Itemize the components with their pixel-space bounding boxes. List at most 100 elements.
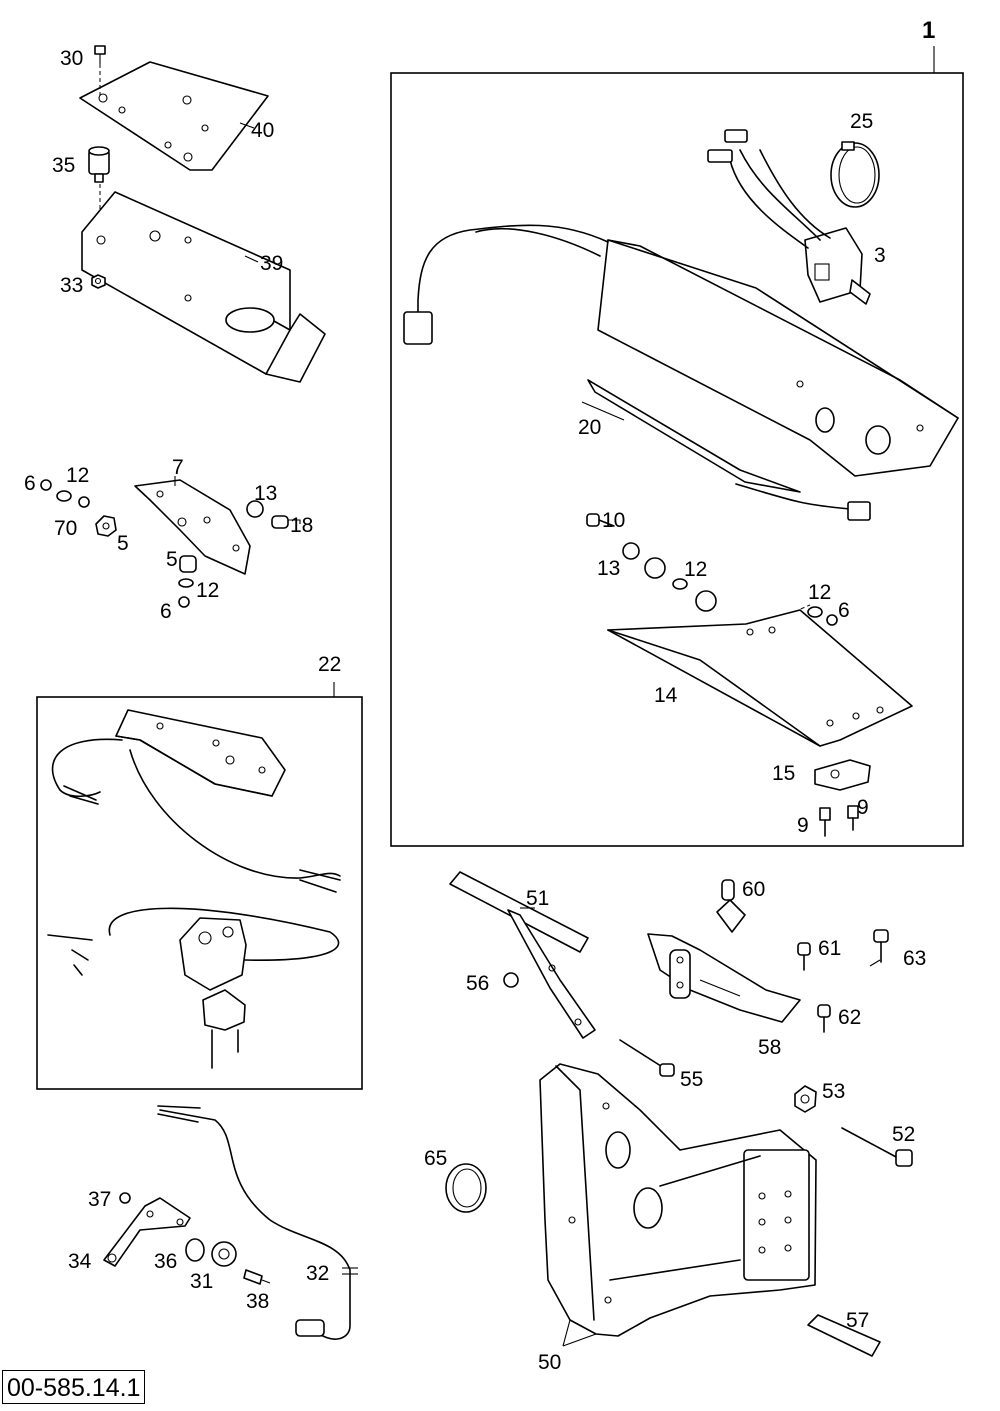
spacer-12c-b: [695, 590, 717, 612]
label-51: 51: [526, 887, 549, 910]
nut-56: [503, 972, 519, 988]
washer-12d: [807, 606, 823, 618]
label-22: 22: [318, 653, 341, 676]
label-5a: 5: [117, 532, 129, 555]
mounting-bracket-58: [647, 933, 801, 1023]
hose-clamp-25: [830, 141, 880, 208]
sensor-cable-22: [51, 738, 123, 798]
sensor-bracket-34: [103, 1197, 191, 1267]
label-70: 70: [54, 517, 77, 540]
label-1: 1: [922, 17, 935, 44]
nut-6c: [826, 614, 838, 626]
nut-37: [119, 1192, 131, 1204]
washer-12b: [178, 578, 194, 588]
assembly-22-frame: [36, 696, 363, 1090]
label-61: 61: [818, 937, 841, 960]
instrument-plug: [403, 311, 433, 345]
label-53: 53: [822, 1080, 845, 1103]
spacer-35: [88, 146, 110, 183]
cable-sensor-32: [159, 1109, 351, 1340]
mounting-plate-40: [79, 61, 269, 171]
label-6c: 6: [838, 599, 850, 622]
spacer-5a: [95, 515, 117, 537]
mounting-plate-14: [607, 609, 913, 747]
label-5b: 5: [166, 548, 178, 571]
label-9b: 9: [857, 796, 869, 819]
label-20: 20: [578, 416, 601, 439]
bolt-61: [797, 942, 811, 971]
label-34: 34: [68, 1250, 92, 1273]
label-12d: 12: [808, 581, 831, 604]
label-6b: 6: [160, 600, 172, 623]
bolt-18: [271, 515, 301, 529]
hose-57: [807, 1314, 881, 1357]
label-65: 65: [424, 1147, 447, 1170]
label-10: 10: [602, 509, 625, 532]
sensor-connector-32: [295, 1267, 358, 1337]
label-13a: 13: [254, 482, 277, 505]
nut-33: [91, 274, 106, 289]
label-15: 15: [772, 762, 795, 785]
label-12b: 12: [196, 579, 219, 602]
switch-3: [804, 227, 871, 305]
screw-38: [243, 1269, 271, 1285]
label-6a: 6: [24, 472, 36, 495]
screw-30: [94, 45, 106, 64]
label-25: 25: [850, 110, 873, 133]
bolt-52: [841, 1127, 913, 1167]
bolt-63: [873, 929, 889, 963]
label-33: 33: [60, 274, 83, 297]
instrument-housing-20-group: [597, 239, 959, 477]
nut-53: [794, 1085, 817, 1113]
washer-13b: [622, 542, 640, 560]
bolt-55: [619, 1039, 675, 1077]
handle-bracket-51: [449, 871, 596, 1039]
label-13b: 13: [597, 557, 620, 580]
washer-12c: [672, 578, 688, 590]
spacer-5b: [179, 555, 197, 573]
nut-6a: [40, 479, 52, 491]
label-52: 52: [892, 1123, 915, 1146]
clamp-15: [814, 759, 871, 791]
label-39: 39: [260, 252, 283, 275]
washer-12a: [56, 490, 72, 502]
bracket-7: [134, 479, 251, 575]
label-36: 36: [154, 1250, 177, 1273]
label-56: 56: [466, 972, 489, 995]
part-labels: 1 25 3 20 10 13 12 12 6 14 15 9 9 30 40 …: [24, 17, 935, 1374]
instrument-cable: [417, 224, 609, 317]
label-55: 55: [680, 1068, 703, 1091]
label-12a: 12: [66, 464, 89, 487]
label-60: 60: [742, 878, 765, 901]
nut-6b: [178, 596, 190, 608]
bolt-10: [586, 513, 615, 527]
label-18: 18: [290, 514, 313, 537]
switch-60: [716, 879, 746, 933]
label-30: 30: [60, 47, 83, 70]
hose-clamp-65: [445, 1163, 487, 1213]
assembly-1-frame: [390, 72, 964, 847]
switch-clamp-22: [179, 917, 247, 1069]
label-58: 58: [758, 1036, 781, 1059]
label-63: 63: [903, 947, 926, 970]
document-id: 00-585.14.1: [2, 1370, 146, 1404]
label-62: 62: [838, 1006, 861, 1029]
nut-31: [211, 1241, 237, 1267]
screw-9a: [819, 807, 831, 837]
label-3: 3: [874, 244, 886, 267]
washer-13a: [246, 500, 264, 518]
bolt-62: [817, 1004, 831, 1033]
washer-36: [185, 1238, 205, 1262]
seal-20: [587, 379, 801, 493]
screw-9b: [847, 805, 859, 831]
spacer-12c-a: [644, 557, 666, 579]
label-57: 57: [846, 1309, 869, 1332]
bracket-39: [81, 191, 326, 383]
label-38: 38: [246, 1290, 269, 1313]
label-7: 7: [172, 456, 184, 479]
label-37: 37: [88, 1188, 111, 1211]
washer-70: [78, 496, 90, 508]
label-9a: 9: [797, 814, 809, 837]
label-31: 31: [190, 1270, 213, 1293]
